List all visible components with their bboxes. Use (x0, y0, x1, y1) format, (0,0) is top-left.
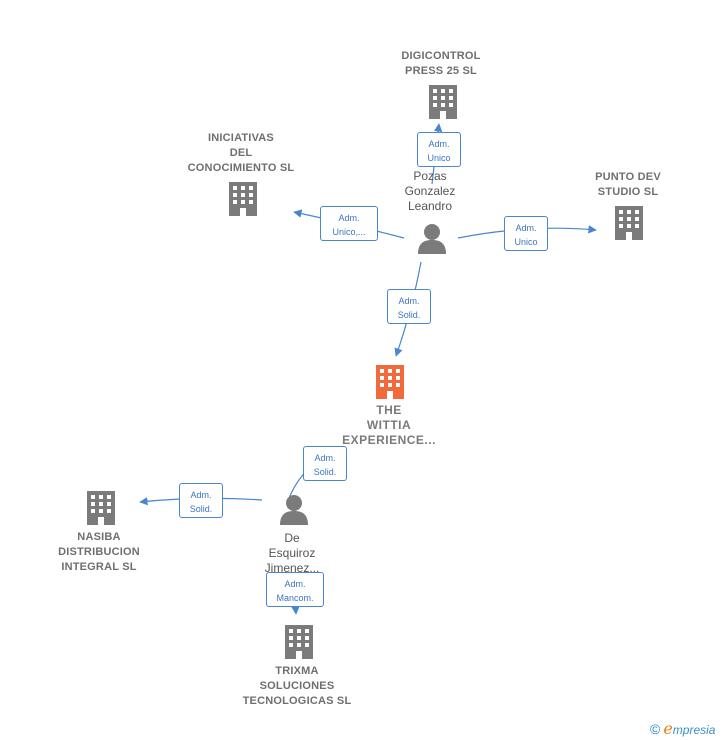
node-label-digicontrol[interactable]: DIGICONTROL PRESS 25 SL (401, 50, 481, 77)
role-badge-pozas-iniciativas[interactable]: Adm. Unico,... (320, 206, 378, 241)
role-badge-pozas-digicontrol[interactable]: Adm. Unico (417, 132, 461, 167)
node-label-trixma[interactable]: TRIXMA SOLUCIONES TECNOLOGICAS SL (242, 665, 352, 707)
nasiba-building-icon[interactable] (87, 491, 115, 525)
empresia-logo[interactable]: ©empresia (650, 719, 716, 738)
node-label-iniciativas[interactable]: INICIATIVAS DEL CONOCIMIENTO SL (187, 132, 295, 174)
iniciativas-building-icon[interactable] (229, 182, 257, 216)
node-label-nasiba[interactable]: NASIBA DISTRIBUCION INTEGRAL SL (58, 531, 140, 573)
role-badge-esquiroz-nasiba[interactable]: Adm. Solid. (179, 483, 223, 518)
pozas-person-icon[interactable] (418, 224, 446, 254)
role-badge-esquiroz-wittia[interactable]: Adm. Solid. (303, 446, 347, 481)
wittia-building-icon[interactable] (376, 365, 404, 399)
node-label-pozas[interactable]: Pozas Gonzalez Leandro (404, 169, 456, 213)
copyright-icon: © (650, 721, 661, 737)
brand-e: e (663, 719, 673, 738)
role-badge-pozas-punto[interactable]: Adm. Unico (504, 216, 548, 251)
de-esquiroz-person-icon[interactable] (280, 495, 308, 525)
node-label-de-esquiroz[interactable]: De Esquiroz Jimenez... (264, 531, 320, 575)
node-label-wittia[interactable]: THE WITTIA EXPERIENCE... (342, 403, 436, 447)
digicontrol-building-icon[interactable] (429, 85, 457, 119)
trixma-building-icon[interactable] (285, 625, 313, 659)
role-badge-pozas-wittia[interactable]: Adm. Solid. (387, 289, 431, 324)
punto-dev-building-icon[interactable] (615, 206, 643, 240)
role-badge-esquiroz-trixma[interactable]: Adm. Mancom. (266, 572, 324, 607)
brand-name: mpresia (672, 723, 716, 737)
node-label-punto-dev[interactable]: PUNTO DEV STUDIO SL (595, 171, 661, 198)
